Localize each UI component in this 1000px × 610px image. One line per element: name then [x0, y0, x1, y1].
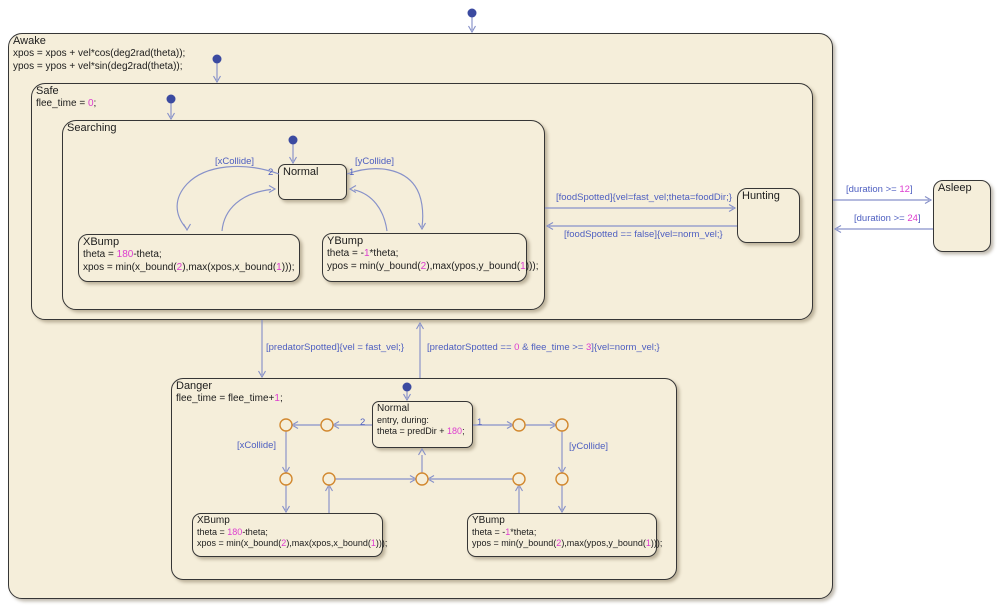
- state-ybump-searching[interactable]: YBump theta = -1*theta; ypos = min(y_bou…: [322, 233, 539, 282]
- state-xbump-danger[interactable]: XBump theta = 180-theta; xpos = min(x_bo…: [192, 513, 388, 557]
- state-ybump-searching-code-line: theta = -1*theta;: [327, 248, 399, 260]
- transition-priority-searching-right: 1: [349, 167, 355, 178]
- state-xbump-danger-name: XBump: [197, 515, 230, 526]
- state-danger-code-line: flee_time = flee_time+1;: [176, 393, 283, 405]
- state-danger-name: Danger: [176, 380, 213, 392]
- state-searching-name: Searching: [67, 122, 117, 134]
- state-asleep-name: Asleep: [938, 182, 972, 194]
- transition-priority-searching-left: 2: [268, 167, 274, 178]
- transition-label-predatorspotted-back[interactable]: [predatorSpotted == 0 & flee_time >= 3]{…: [427, 342, 660, 353]
- state-awake-code-line: ypos = ypos + vel*sin(deg2rad(theta));: [13, 60, 183, 72]
- state-hunting[interactable]: Hunting: [737, 188, 800, 243]
- state-xbump-danger-code-line: xpos = min(x_bound(2),max(xpos,x_bound(1…: [197, 538, 388, 549]
- transition-priority-danger-left: 2: [360, 417, 366, 428]
- state-normal-searching-name: Normal: [283, 166, 319, 178]
- state-xbump-searching[interactable]: XBump theta = 180-theta; xpos = min(x_bo…: [78, 234, 300, 282]
- transition-awake-to-asleep[interactable]: [833, 196, 933, 204]
- state-awake-name: Awake: [13, 35, 46, 47]
- transition-label-duration-12[interactable]: [duration >= 12]: [846, 184, 913, 195]
- state-xbump-searching-code-line: xpos = min(x_bound(2),max(xpos,x_bound(1…: [83, 261, 295, 273]
- state-normal-danger-code-line: theta = predDir + 180;: [377, 426, 465, 437]
- transition-label-foodspotted-back[interactable]: [foodSpotted == false]{vel=norm_vel;}: [564, 229, 723, 240]
- state-ybump-danger-name: YBump: [472, 515, 505, 526]
- state-normal-searching[interactable]: Normal: [278, 164, 347, 200]
- transition-label-xcollide-danger[interactable]: [xCollide]: [237, 440, 277, 451]
- transition-label-ycollide-danger[interactable]: [yCollide]: [569, 441, 609, 452]
- transition-label-foodspotted-go[interactable]: [foodSpotted]{vel=fast_vel;theta=foodDir…: [556, 192, 732, 203]
- state-normal-danger-code-line: entry, during:: [377, 415, 429, 426]
- state-ybump-danger-code-line: ypos = min(y_bound(2),max(ypos,y_bound(1…: [472, 538, 663, 549]
- state-xbump-danger-code-line: theta = 180-theta;: [197, 527, 268, 538]
- state-ybump-danger[interactable]: YBump theta = -1*theta; ypos = min(y_bou…: [467, 513, 663, 557]
- state-normal-danger-name: Normal: [377, 403, 410, 414]
- arrowhead-icon: [924, 196, 933, 204]
- state-safe-code-line: flee_time = 0;: [36, 98, 97, 110]
- transition-label-duration-24[interactable]: [duration >= 24]: [854, 213, 921, 224]
- default-transition-dot: [467, 8, 477, 18]
- state-normal-danger[interactable]: Normal entry, during: theta = predDir + …: [372, 401, 473, 448]
- arrowhead-icon: [833, 225, 842, 233]
- state-hunting-name: Hunting: [742, 190, 780, 202]
- state-safe-name: Safe: [36, 85, 59, 97]
- default-transition-awake[interactable]: [467, 8, 477, 34]
- transition-asleep-to-awake[interactable]: [833, 225, 933, 233]
- arrowhead-icon: [468, 25, 476, 34]
- transition-label-ycollide-searching[interactable]: [yCollide]: [355, 156, 395, 167]
- state-awake-code-line: xpos = xpos + vel*cos(deg2rad(theta));: [13, 48, 186, 60]
- transition-label-predatorspotted-go[interactable]: [predatorSpotted]{vel = fast_vel;}: [266, 342, 405, 353]
- state-asleep[interactable]: Asleep: [933, 180, 991, 252]
- transition-priority-danger-right: 1: [477, 417, 483, 428]
- state-xbump-searching-code-line: theta = 180-theta;: [83, 249, 162, 261]
- state-xbump-searching-name: XBump: [83, 236, 120, 248]
- state-ybump-searching-name: YBump: [327, 235, 364, 247]
- state-ybump-danger-code-line: theta = -1*theta;: [472, 527, 537, 538]
- transition-label-xcollide-searching[interactable]: [xCollide]: [215, 156, 255, 167]
- state-ybump-searching-code-line: ypos = min(y_bound(2),max(ypos,y_bound(1…: [327, 260, 539, 272]
